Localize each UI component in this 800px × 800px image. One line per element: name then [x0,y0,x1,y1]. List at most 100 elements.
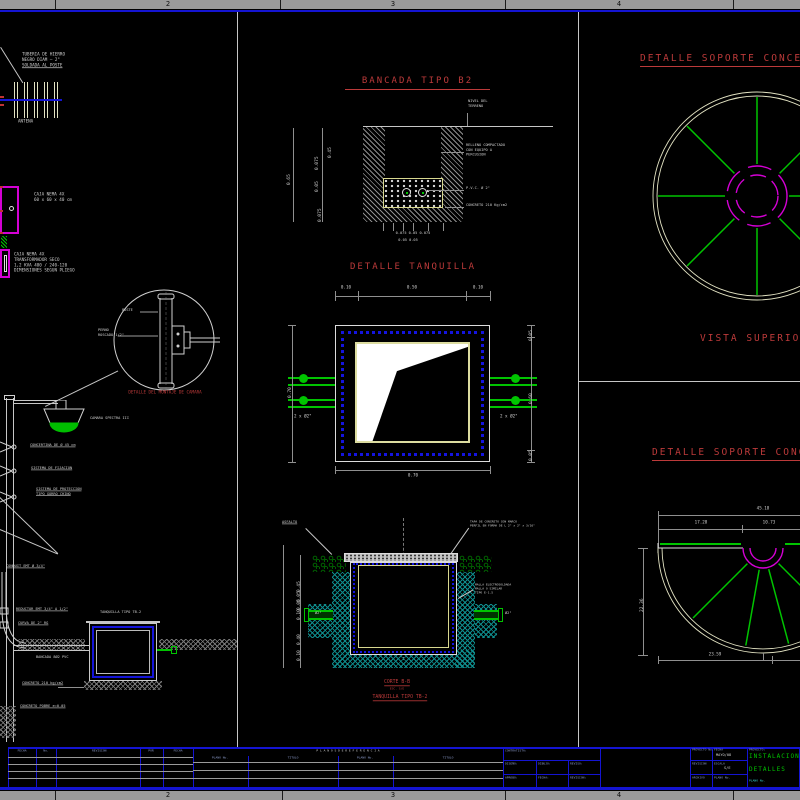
ruler-tick [733,0,734,9]
dim-line [322,128,323,222]
duct-mark [422,192,424,194]
tanquilla-lining [92,626,154,678]
column-header: POR [148,749,154,753]
ruler-tick [55,0,56,9]
dim-line [300,555,301,668]
ground-hatch [18,639,85,650]
note-line: PERNO [98,328,109,333]
ref-column: TITULO [442,756,454,760]
escala-value: S/E [724,766,731,771]
rebar-ring [341,331,484,456]
note-line: PERCUSION [466,152,486,157]
titleblock-line [568,760,569,787]
sign-cell-label: REVISION: [570,776,587,780]
dim-label: 22.36 [639,598,645,612]
pvc-label: P.V.C. Ø 2" [466,186,490,191]
dim-label: 10.73 [762,520,776,525]
rebar-lining [353,563,454,653]
titleblock-line [747,747,748,787]
asphalt-hatch [459,555,492,572]
titleblock-line [600,747,601,787]
dim-label: 0.40 [296,634,302,645]
titleblock-line [712,747,713,787]
note-line: CAJA NEMA 4X [34,192,65,197]
antenna-boom [0,99,62,101]
camera-arm [13,400,58,401]
titleblock-line [248,756,249,787]
leader-line [467,113,468,126]
ruler-top: 2 3 4 [0,0,800,9]
trench-cavity [385,127,441,178]
row-line [193,762,503,763]
lid-shadow-wedge [372,346,468,441]
concreto-label: CONCRETO 210 kg/cm2 [22,681,64,686]
concertina-label: CONCERTINA DE Ø 45 cm [30,443,76,448]
dim-label: 0.60 [528,393,534,404]
dim-tick [742,525,743,533]
dim-label: 0.70 [407,473,419,478]
titleblock-line [36,747,37,787]
curva-label: CURVA DE 2" RG [18,621,49,626]
poste-label: POSTE [122,308,133,313]
row-line [8,764,193,765]
titleblock-line [140,747,141,787]
asfalto-label: ASFALTO [282,520,298,525]
ruler-number: 4 [616,791,622,799]
reductor-label: REDUCTOR EMT 3/4" A 1/2" [16,607,69,612]
conduit-line [490,406,537,408]
info-label: FECHA [714,748,724,752]
dim-tick [490,466,491,474]
dim-tick [443,223,444,231]
dome-camera-drawing [43,400,85,433]
conduit-green-line [157,649,171,651]
ruler-number: 2 [165,0,171,8]
dim-line [658,529,800,530]
dim-tick [403,223,404,231]
note-line: SOLDADA AL POSTE [22,62,63,68]
anchor-line [0,529,58,555]
dim-tick [383,223,384,231]
panel-divider [237,12,238,747]
row-line [690,760,747,761]
dim-line [643,548,644,656]
conduit-stub [308,610,333,620]
dim-tick [393,223,394,231]
dim-label: 0.075 [314,156,320,170]
edge-mark [0,96,4,98]
extension-line [658,515,659,548]
dim-line [531,325,532,462]
column-header: FECHA [17,749,27,753]
bancada-conduit [14,650,89,651]
note-line: RELLENO COMPACTADO [466,143,506,148]
ruler-tick [55,791,56,800]
row-line [690,774,747,775]
leader-line [0,47,24,84]
corte-subtitle: TANQUILLA TIPO TB-2 [352,694,448,702]
row-line [193,778,503,779]
pole-line [13,398,14,742]
sign-cell-label: CONTRATISTA: [505,749,527,753]
dim-label: 0.65 [286,174,292,185]
tapa-note: TAPA DE CONCRETO CON MARCO PERFIL EN FOR… [470,520,535,528]
dim-label: 0.50 [406,285,418,290]
dim-tick [490,291,491,301]
conduit-circle [511,374,520,383]
stub-label: Ø2" [505,611,512,616]
conduit-line [490,384,537,386]
dim-line [658,515,800,516]
dim-tick [288,325,296,326]
fijacion-label: SISTEMA DE FIJACION [31,466,73,471]
sign-cell-label: REVISO: [570,762,583,766]
edge-mark [0,104,4,106]
dim-tick [527,337,535,338]
note-line: PERFIL EN FORMA DE L 2" x 2" x 3/16" [470,523,536,528]
panel-divider [578,12,579,747]
sign-cell-label: DIBUJO: [538,762,551,766]
row-line [503,760,600,761]
leader-line [445,207,464,208]
dim-tick [288,462,296,463]
mount-detail-drawing [113,289,220,391]
dim-tick [335,291,336,301]
note-line: CON EQUIPO A [466,147,493,152]
